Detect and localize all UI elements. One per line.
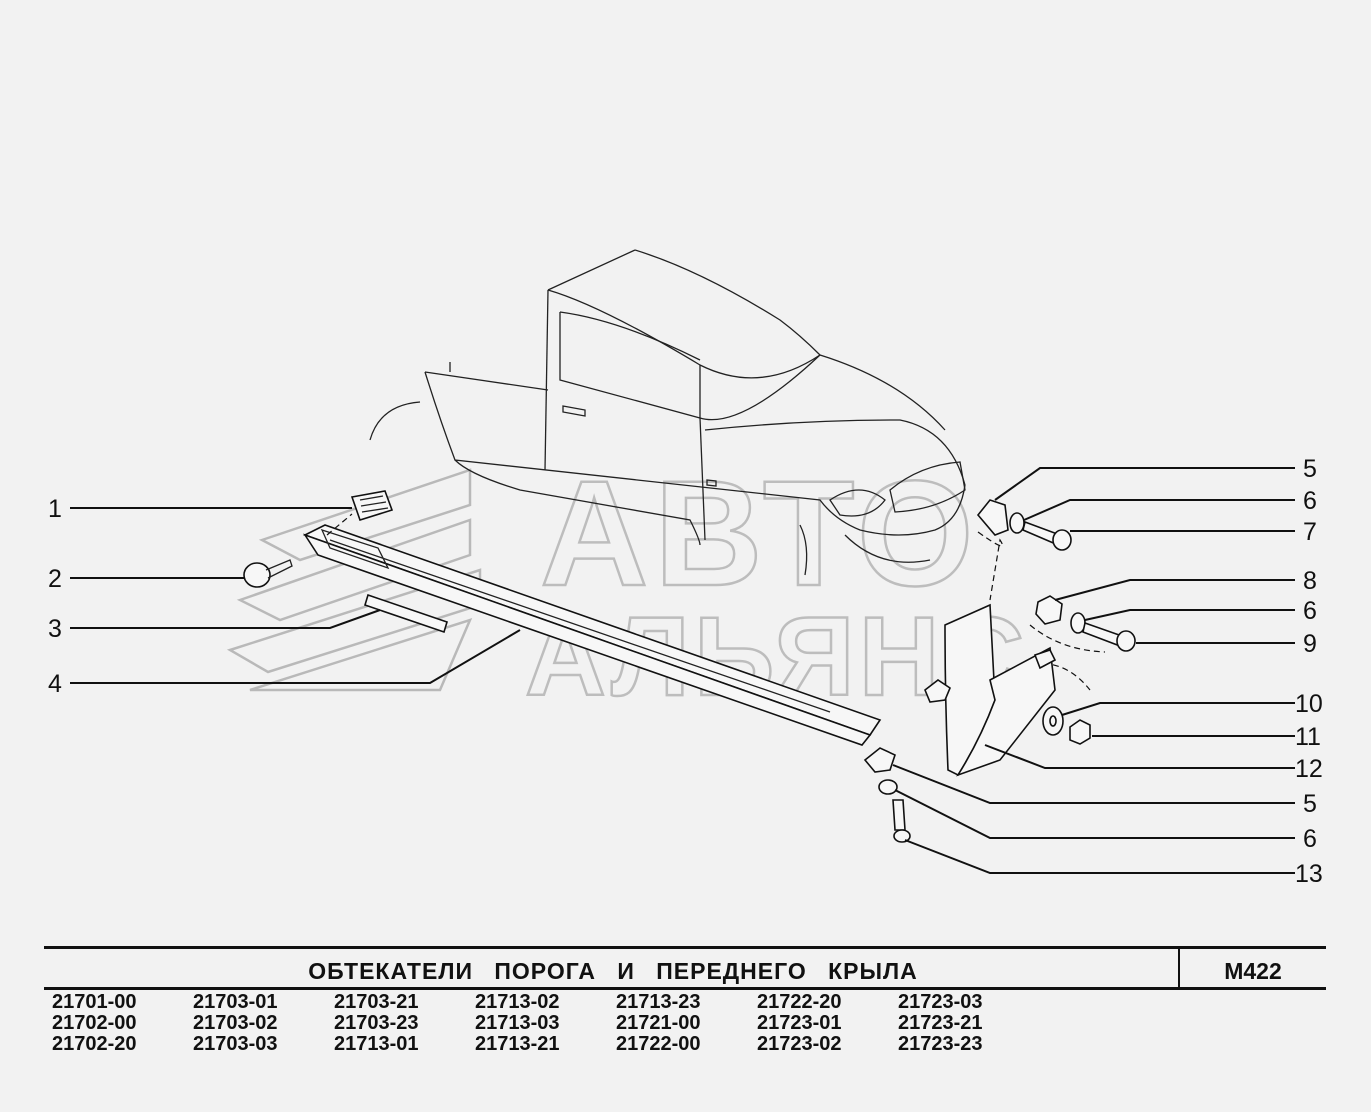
callout-10: 10 xyxy=(1295,690,1323,718)
variant-code: 21713-23 xyxy=(616,991,701,1013)
part-1-clip xyxy=(350,490,394,521)
variant-code: 21713-03 xyxy=(475,1012,560,1034)
title-divider xyxy=(1178,949,1180,987)
variant-code: 21702-20 xyxy=(52,1033,137,1055)
callouts-right: 5 6 7 8 6 9 10 11 12 5 6 13 xyxy=(1295,455,1323,888)
callout-2: 2 xyxy=(48,565,62,593)
variant-code: 21703-03 xyxy=(193,1033,278,1055)
callout-12: 12 xyxy=(1295,755,1323,783)
car-body-outline xyxy=(369,249,966,576)
callout-3: 3 xyxy=(48,615,62,643)
callout-11: 11 xyxy=(1295,723,1321,751)
part-7-screw-upper xyxy=(1022,520,1072,551)
part-5-clip-lower xyxy=(863,747,896,773)
diagram-title: ОБТЕКАТЕЛИ ПОРОГА И ПЕРЕДНЕГО КРЫЛА xyxy=(308,958,918,984)
part-5-clip-upper xyxy=(976,499,1009,536)
part-10-washer xyxy=(1042,706,1064,736)
part-12-mudguard xyxy=(924,603,1057,777)
variant-code: 21713-02 xyxy=(475,991,560,1013)
model-code: M422 xyxy=(1224,958,1282,984)
callouts-left: 1 2 3 4 xyxy=(48,495,62,698)
callout-6-lower: 6 xyxy=(1303,825,1317,853)
variant-code: 21723-02 xyxy=(757,1033,842,1055)
variant-code: 21703-02 xyxy=(193,1012,278,1034)
variant-code: 21723-03 xyxy=(898,991,983,1013)
part-3-bracket xyxy=(364,593,448,634)
variant-code: 21713-01 xyxy=(334,1033,419,1055)
callout-4: 4 xyxy=(48,670,62,698)
callout-9: 9 xyxy=(1303,630,1317,658)
applicable-variants-list: 21701-00 21703-01 21703-21 21713-02 2171… xyxy=(52,992,1039,1055)
variant-code: 21722-00 xyxy=(616,1033,701,1055)
variant-code: 21701-00 xyxy=(52,991,137,1013)
part-4-sill-trim xyxy=(302,524,882,746)
part-13-self-tapping-screw xyxy=(892,799,911,843)
part-9-screw xyxy=(1082,621,1136,652)
callout-13: 13 xyxy=(1295,860,1323,888)
variant-code: 21703-21 xyxy=(334,991,419,1013)
variant-code: 21703-23 xyxy=(334,1012,419,1034)
variant-code: 21721-00 xyxy=(616,1012,701,1034)
callout-1: 1 xyxy=(48,495,62,523)
part-8-nut-clip xyxy=(1035,595,1063,625)
callout-5-lower: 5 xyxy=(1303,790,1317,818)
part-11-nut xyxy=(1069,719,1091,745)
variant-code: 21723-21 xyxy=(898,1012,983,1034)
part-2-screw xyxy=(243,559,293,588)
title-block: ОБТЕКАТЕЛИ ПОРОГА И ПЕРЕДНЕГО КРЫЛА M422 xyxy=(44,946,1326,990)
part-6-washer-upper xyxy=(1009,512,1025,534)
variant-code: 21703-01 xyxy=(193,991,278,1013)
variant-code: 21722-20 xyxy=(757,991,842,1013)
callout-7: 7 xyxy=(1303,518,1317,546)
exploded-parts-diagram: АВТО АЛЬЯНС xyxy=(48,249,1323,888)
variant-code: 21723-01 xyxy=(757,1012,842,1034)
leader-lines xyxy=(70,467,1295,874)
callout-6-middle: 6 xyxy=(1303,597,1317,625)
variant-code: 21702-00 xyxy=(52,1012,137,1034)
callout-6-upper: 6 xyxy=(1303,487,1317,515)
variant-code: 21713-21 xyxy=(475,1033,560,1055)
callout-8: 8 xyxy=(1303,567,1317,595)
watermark: АВТО АЛЬЯНС xyxy=(226,448,1026,720)
watermark-line1: АВТО xyxy=(540,449,980,617)
callout-5-upper: 5 xyxy=(1303,455,1317,483)
variant-code: 21723-23 xyxy=(898,1033,983,1055)
part-6-washer-lower xyxy=(878,779,898,795)
